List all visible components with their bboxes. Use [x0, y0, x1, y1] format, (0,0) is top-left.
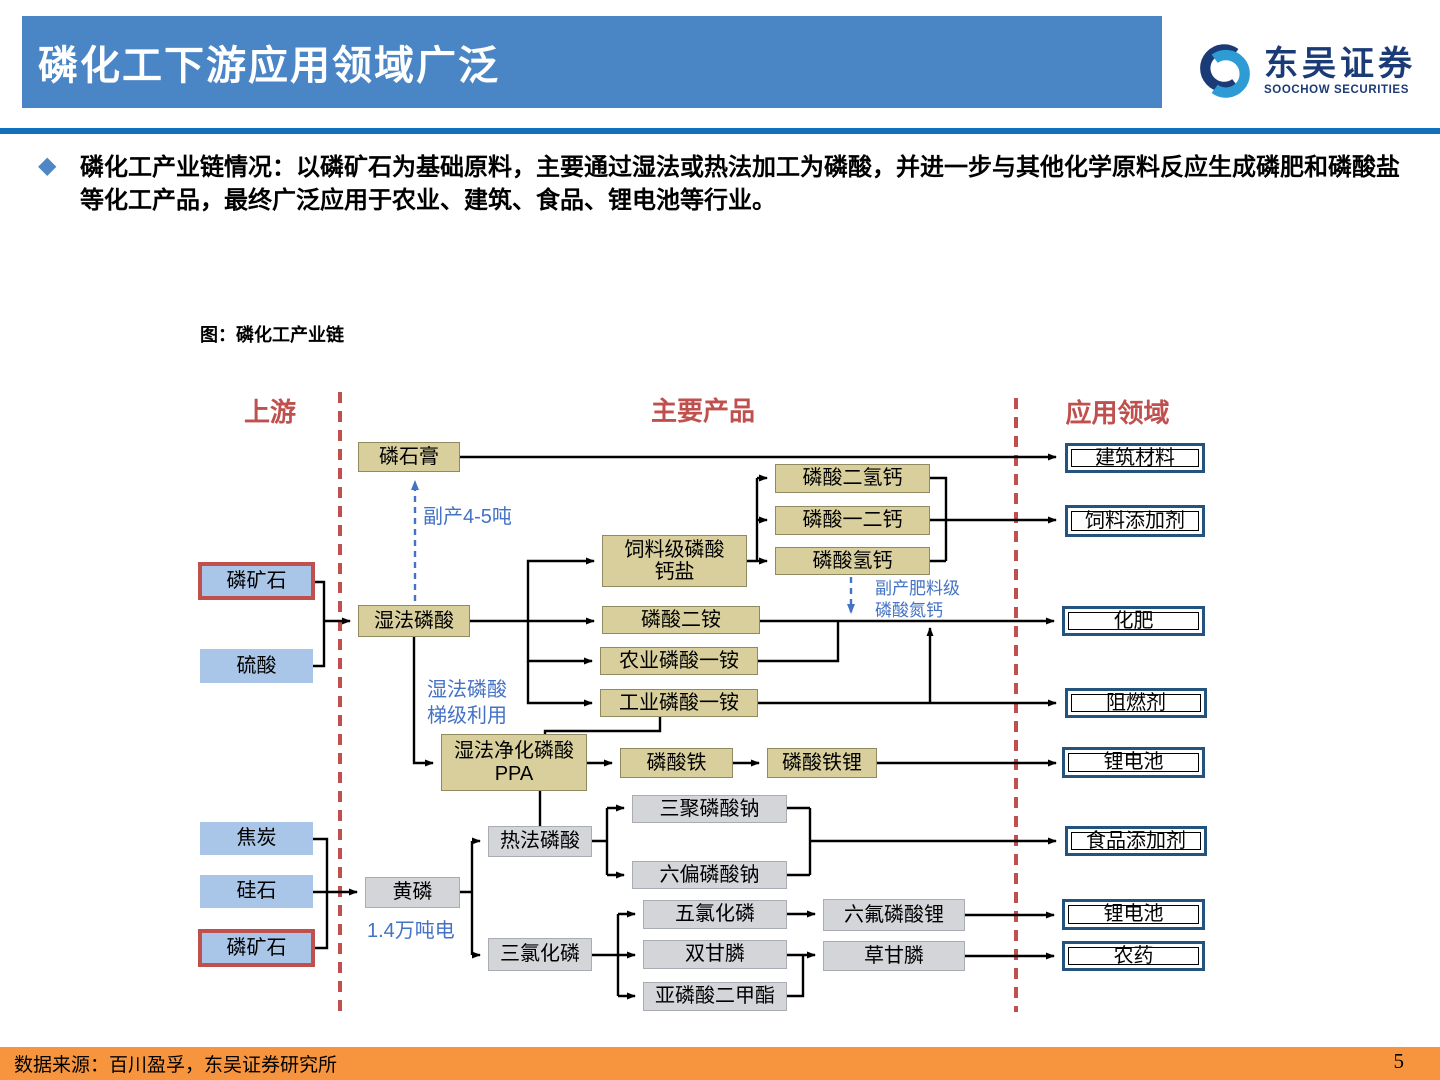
- flow-node-linkuangshi-1: 磷矿石: [198, 562, 315, 600]
- flow-node-shuangganlin: 双甘膦: [643, 940, 787, 969]
- flow-node-sanlv-hualin: 三氯化磷: [488, 938, 592, 971]
- footer-bar: 数据来源：百川盈孚，东吴证券研究所: [0, 1047, 1440, 1080]
- page-number: 5: [1393, 1049, 1405, 1073]
- flow-node-siliaoji-linsuan-gaiyan: 饲料级磷酸 钙盐: [602, 535, 747, 587]
- flow-node-yalinsuan-erjiazhi: 亚磷酸二甲酯: [643, 982, 787, 1011]
- column-divider-lines: [338, 392, 1018, 1012]
- annotation-byproduct-gypsum: 副产4-5吨: [423, 506, 512, 528]
- blue-dashed-arrows: [411, 480, 855, 614]
- flow-node-liufu-linsuan-li: 六氟磷酸锂: [823, 899, 965, 931]
- flow-node-siliao-tianjiaji: 饲料添加剂: [1065, 505, 1205, 537]
- flow-node-shifa-linsuan: 湿法磷酸: [358, 605, 470, 637]
- data-source: 数据来源：百川盈孚，东吴证券研究所: [14, 1055, 338, 1076]
- flow-node-liupian-linsuan-na: 六偏磷酸钠: [632, 861, 787, 889]
- flow-node-gongye-linsuan-yi-an: 工业磷酸一铵: [600, 689, 758, 717]
- flow-node-guishi: 硅石: [200, 875, 313, 908]
- flow-node-linsuan-qing-gai: 磷酸氢钙: [775, 547, 930, 575]
- flow-node-nongye-linsuan-yi-an: 农业磷酸一铵: [600, 647, 758, 675]
- flow-node-refa-linsuan: 热法磷酸: [488, 826, 592, 857]
- summary-text: 磷化工产业链情况：以磷矿石为基础原料，主要通过湿法或热法加工为磷酸，并进一步与其…: [80, 154, 1400, 214]
- flow-node-caoganlin: 草甘膦: [823, 941, 965, 971]
- flow-node-linkuangshi-2: 磷矿石: [198, 929, 315, 967]
- annotation-cascade-use: 湿法磷酸 梯级利用: [427, 679, 507, 727]
- flow-node-jianzhu-cailiao: 建筑材料: [1065, 443, 1205, 473]
- flow-node-linsuan-tie-li: 磷酸铁锂: [767, 748, 877, 778]
- flow-node-lidianchi-1: 锂电池: [1062, 747, 1205, 778]
- flow-node-huafei: 化肥: [1062, 606, 1205, 636]
- slide-header: 磷化工下游应用领域广泛: [22, 16, 1162, 108]
- flow-node-shifa-jinghua-ppa: 湿法净化磷酸 PPA: [441, 734, 587, 791]
- flow-node-nongyao: 农药: [1062, 941, 1205, 971]
- black-flow-arrows: [313, 453, 1057, 1000]
- column-header-applications: 应用领域: [1065, 398, 1170, 428]
- flow-node-huanglin: 黄磷: [365, 877, 460, 908]
- diamond-bullet-icon: ◆: [38, 152, 57, 179]
- flow-node-lidianchi-2: 锂电池: [1062, 899, 1205, 930]
- flow-node-liusuan: 硫酸: [200, 649, 313, 683]
- flow-node-linsuan-er-an: 磷酸二铵: [602, 606, 760, 634]
- flow-node-linsuan-tie: 磷酸铁: [620, 748, 733, 778]
- flow-node-wulv-hualin: 五氯化磷: [643, 900, 787, 929]
- flow-node-jiaotan: 焦炭: [200, 822, 313, 855]
- header-divider: [0, 128, 1440, 134]
- flow-node-sanju-linsuan-na: 三聚磷酸钠: [632, 795, 787, 823]
- column-header-upstream: 上游: [243, 397, 296, 427]
- company-logo: 东吴证券 SOOCHOW SECURITIES: [1194, 40, 1416, 102]
- column-header-main-products: 主要产品: [650, 396, 755, 426]
- annotation-power-note: 1.4万吨电: [367, 920, 455, 942]
- annotation-byproduct-fertilizer: 副产肥料级 磷酸氮钙: [875, 579, 960, 620]
- logo-name-cn: 东吴证券: [1264, 46, 1416, 83]
- soochow-logo-icon: [1200, 44, 1250, 98]
- flow-node-shipin-tianjiaji: 食品添加剂: [1065, 826, 1207, 856]
- flow-node-zuranji: 阻燃剂: [1065, 688, 1207, 718]
- page-title: 磷化工下游应用领域广泛: [38, 44, 500, 88]
- figure-caption: 图：磷化工产业链: [200, 325, 344, 345]
- flow-node-linsuan-yier-gai: 磷酸一二钙: [775, 506, 930, 535]
- flow-node-linshigao: 磷石膏: [358, 442, 460, 472]
- flow-node-linsuan-erqing-gai: 磷酸二氢钙: [775, 464, 930, 493]
- logo-name-en: SOOCHOW SECURITIES: [1264, 84, 1409, 96]
